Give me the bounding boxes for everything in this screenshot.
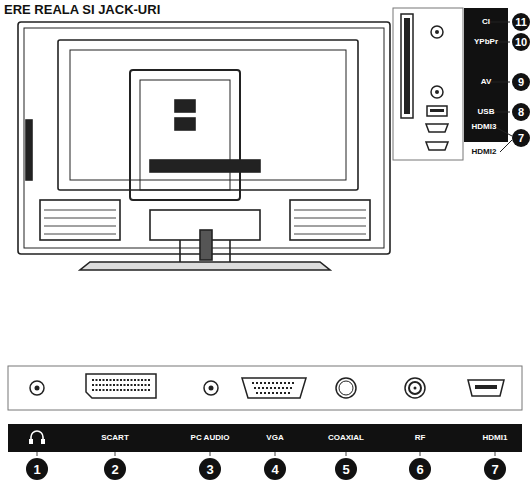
port-label: PC AUDIO: [191, 434, 230, 442]
port-label: CI: [482, 18, 490, 26]
callout-number: 2: [111, 463, 118, 476]
port-label: AV: [481, 78, 492, 86]
callout-number: 3: [206, 463, 213, 476]
callout-number: 10: [515, 37, 527, 48]
callout-number: 1: [33, 463, 40, 476]
port-label: HDMI2: [472, 148, 497, 156]
callout-number: 11: [515, 17, 527, 28]
callout-number: 8: [518, 107, 524, 118]
port-label: HDMI1: [483, 434, 508, 442]
page-title: ERE REALA SI JACK-URI: [4, 3, 160, 16]
callout-number: 7: [518, 133, 524, 144]
callout-number: 5: [342, 463, 349, 476]
callout-number: 4: [271, 463, 278, 476]
port-label: COAXIAL: [328, 434, 364, 442]
port-label: USB: [478, 108, 495, 116]
callout-number: 9: [518, 77, 524, 88]
port-label: HDMI3: [472, 123, 497, 131]
callout-number: 7: [491, 463, 498, 476]
port-label: VGA: [266, 434, 283, 442]
callout-number: 6: [416, 463, 423, 476]
port-label: YPbPr: [474, 38, 498, 46]
port-label: SCART: [101, 434, 129, 442]
port-label: RF: [415, 434, 426, 442]
